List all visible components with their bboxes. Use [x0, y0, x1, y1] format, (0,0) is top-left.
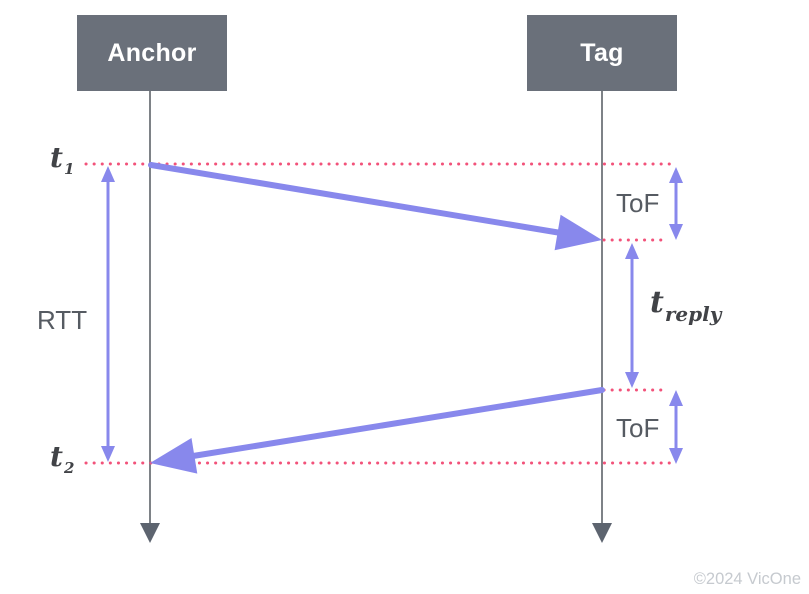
tag-lifeline	[592, 91, 612, 543]
participant-anchor-label: Anchor	[107, 38, 197, 67]
message-tag-to-anchor-line	[190, 387, 605, 459]
tof-lower-bottom-arrowhead-icon	[669, 448, 683, 464]
participant-anchor: Anchor	[77, 15, 227, 91]
message-tag-to-anchor	[150, 387, 605, 474]
participant-tag-label: Tag	[580, 38, 624, 67]
label-treply-base: t	[650, 285, 664, 320]
treply-bottom-arrowhead-icon	[625, 372, 639, 388]
label-treply: treply	[650, 285, 721, 325]
timestamp-t2: t2	[50, 440, 74, 476]
message-anchor-to-tag-line	[148, 162, 564, 236]
copyright-text: ©2024 VicOne	[693, 570, 801, 588]
message-anchor-to-tag	[148, 162, 602, 251]
label-tof-upper: ToF	[616, 188, 660, 218]
anchor-lifeline	[140, 91, 160, 543]
tof-upper-interval-arrow	[669, 167, 683, 240]
message-anchor-to-tag-arrowhead-icon	[554, 214, 602, 251]
timestamp-t1-sub: 1	[63, 160, 75, 178]
label-rtt: RTT	[37, 305, 88, 335]
rtt-interval-top-arrowhead-icon	[101, 166, 115, 182]
tof-upper-bottom-arrowhead-icon	[669, 224, 683, 240]
timestamp-t1-base: t	[50, 141, 63, 174]
rtt-interval-bottom-arrowhead-icon	[101, 446, 115, 462]
label-tof-lower: ToF	[616, 413, 660, 443]
tof-upper-top-arrowhead-icon	[669, 167, 683, 183]
timestamp-t2-sub: 2	[63, 459, 75, 477]
timestamp-t1: t1	[50, 141, 74, 177]
participant-tag: Tag	[527, 15, 677, 91]
label-treply-sub: reply	[664, 302, 722, 326]
tof-lower-top-arrowhead-icon	[669, 390, 683, 406]
treply-interval-arrow	[625, 243, 639, 388]
rtt-interval-arrow	[101, 166, 115, 462]
timestamp-t2-base: t	[50, 440, 63, 473]
tof-lower-interval-arrow	[669, 390, 683, 464]
anchor-lifeline-arrowhead-icon	[140, 523, 160, 543]
treply-top-arrowhead-icon	[625, 243, 639, 259]
tag-lifeline-arrowhead-icon	[592, 523, 612, 543]
message-tag-to-anchor-arrowhead-icon	[150, 438, 198, 474]
